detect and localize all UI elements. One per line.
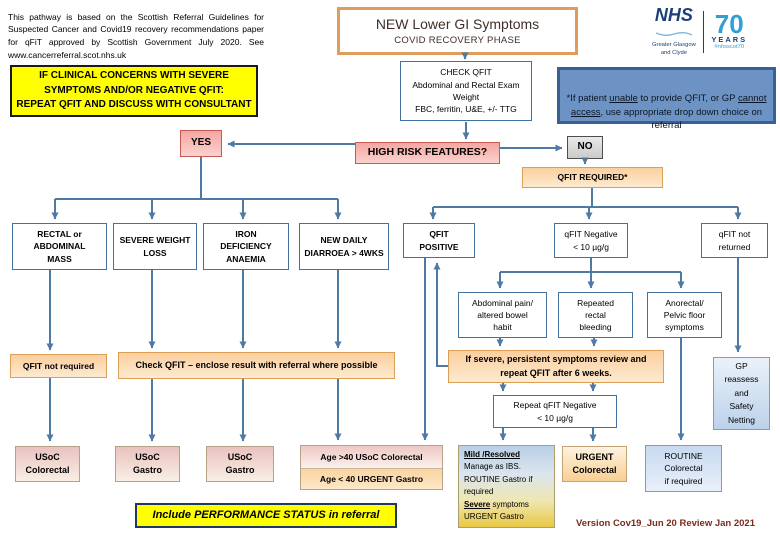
seventy-years-label: YEARS [711, 35, 748, 45]
urgent-gastro-line: URGENT Gastro [464, 511, 524, 521]
qfit-not-required-box: QFIT not required [10, 354, 107, 378]
yes-box: YES [180, 130, 222, 157]
box-qfit-negative: qFIT Negative < 10 µg/g [554, 223, 628, 258]
no-box: NO [567, 136, 603, 159]
severe-rest: symptoms [490, 499, 529, 509]
qfit-unavailable-note: *If patient unable to provide QFIT, or G… [557, 67, 776, 131]
logo-divider [702, 10, 705, 53]
mild-resolved-heading: Mild /Resolved [464, 450, 521, 459]
nhs-ggc-logo: NHS Greater Glasgow and Clyde 70 YEARS #… [652, 6, 747, 57]
nhs-org-name: Greater Glasgow and Clyde [652, 42, 696, 57]
severe-word-underlined: Severe [464, 499, 491, 509]
seventy-numeral: 70 [714, 8, 744, 39]
usoc-gastro-box-2: USoC Gastro [206, 446, 274, 482]
box-repeated-rectal-bleeding: Repeated rectal bleeding [558, 292, 633, 338]
page-title-box: NEW Lower GI Symptoms COVID RECOVERY PHA… [337, 7, 578, 55]
usoc-colorectal-box: USoC Colorectal [15, 446, 80, 482]
box-new-daily-diarrhoea: NEW DAILY DIARROEA > 4WKS [299, 223, 389, 270]
nhs-wordmark: NHS [654, 5, 693, 25]
gp-reassess-safety-netting-box: GP reassess and Safety Netting [713, 357, 770, 430]
nhs-org-line1: Greater Glasgow [652, 42, 696, 48]
clinical-concerns-warning: IF CLINICAL CONCERNS WITH SEVERE SYMPTOM… [10, 65, 258, 117]
routine-colorectal-box: ROUTINE Colorectal if required [645, 445, 722, 492]
note-part2: to provide QFIT, or GP [637, 92, 738, 104]
age-split-outcome-box: Age >40 USoC Colorectal Age < 40 URGENT … [300, 445, 443, 490]
severe-symptoms-line: Severe symptoms [464, 499, 529, 511]
page-subtitle: COVID RECOVERY PHASE [394, 35, 521, 47]
nhsscot70-hashtag: #nhsscot70 [714, 44, 745, 51]
routine-gastro-line: ROUTINE Gastro if required [464, 474, 533, 497]
check-qfit-enclose-box: Check QFIT – enclose result with referra… [118, 352, 395, 379]
performance-status-banner: Include PERFORMANCE STATUS in referral [135, 503, 397, 528]
high-risk-features-box: HIGH RISK FEATURES? [355, 142, 500, 164]
pathway-source-note: This pathway is based on the Scottish Re… [8, 11, 264, 60]
version-label: Version Cov19_Jun 20 Review Jan 2021 [575, 518, 755, 529]
page-title: NEW Lower GI Symptoms [375, 15, 540, 32]
mild-resolved-management-box: Mild /Resolved Manage as IBS. ROUTINE Ga… [458, 445, 555, 528]
box-rectal-abdominal-mass: RECTAL or ABDOMINAL MASS [12, 223, 107, 270]
box-iron-deficiency-anaemia: IRON DEFICIENCY ANAEMIA [203, 223, 289, 270]
note-part3: , use appropriate drop down choice on re… [600, 106, 763, 132]
repeat-qfit-negative-box: Repeat qFIT Negative < 10 µg/g [493, 395, 617, 428]
note-cannot-access-underlined: cannot access [570, 92, 767, 118]
urgent-colorectal-box: URGENT Colorectal [562, 446, 627, 482]
if-severe-repeat-box: If severe, persistent symptoms review an… [448, 350, 664, 383]
qfit-required-box: QFIT REQUIRED* [522, 167, 663, 188]
box-qfit-not-returned: qFIT not returned [701, 223, 768, 258]
note-part1: *If patient [566, 92, 610, 104]
box-anorectal-pelvic-floor: Anorectal/ Pelvic floor symptoms [647, 292, 722, 338]
box-qfit-positive: QFIT POSITIVE [403, 223, 475, 258]
nhs-org-line2: and Clyde [660, 49, 687, 56]
check-qfit-assessment-box: CHECK QFIT Abdominal and Rectal Exam Wei… [400, 61, 532, 121]
note-unable-underlined: unable [609, 92, 638, 104]
manage-as-ibs-line: Manage as IBS. [464, 462, 521, 472]
box-abdominal-pain: Abdominal pain/ altered bowel habit [458, 292, 547, 338]
age-over-40-row: Age >40 USoC Colorectal [301, 446, 442, 468]
nhs-swoosh-icon [655, 32, 693, 36]
usoc-gastro-box-1: USoC Gastro [115, 446, 180, 482]
age-under-40-row: Age < 40 URGENT Gastro [301, 468, 442, 489]
box-severe-weight-loss: SEVERE WEIGHT LOSS [113, 223, 197, 270]
